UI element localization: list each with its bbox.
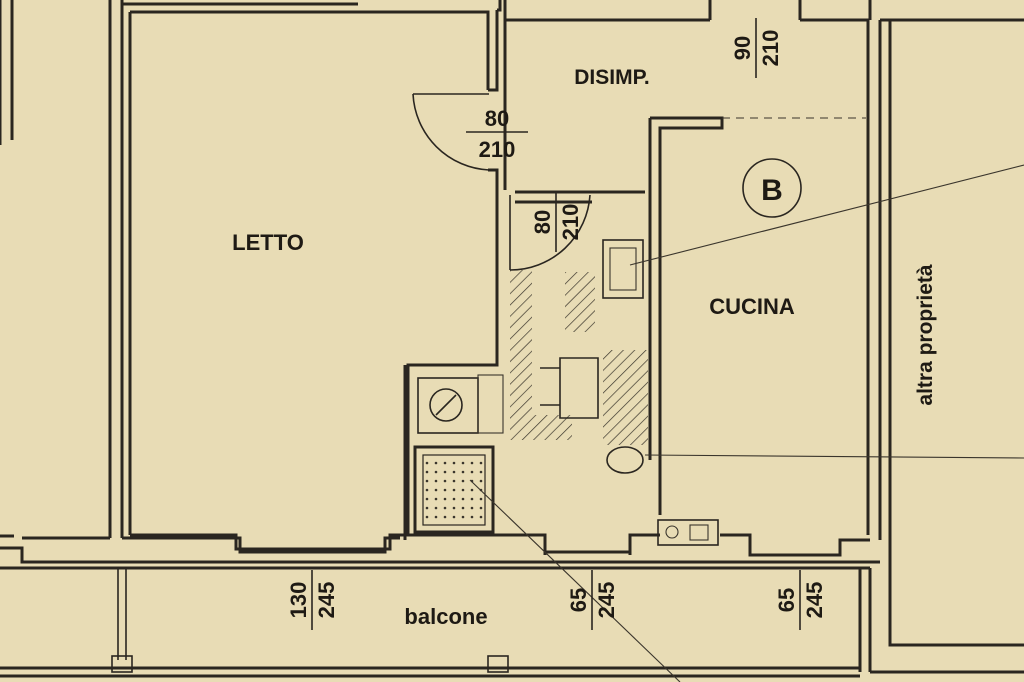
hallway-walls	[403, 0, 872, 540]
dimension-door-bath: 80 210	[530, 192, 583, 252]
room-label-altra-proprieta: altra proprietà	[914, 264, 937, 406]
dimension-window-cucina: 65 245	[774, 570, 827, 630]
bathroom-fixtures	[413, 239, 648, 534]
kitchen-appliance	[657, 519, 719, 546]
unit-mark-circle	[742, 158, 802, 218]
dimension-window-bath-width: 65	[566, 588, 591, 612]
dimension-window-letto-width: 130	[286, 582, 311, 619]
dimension-door-bath-width: 80	[530, 210, 555, 234]
dimension-window-bath-height: 245	[594, 582, 619, 619]
dimension-door-letto: 80 210	[466, 106, 528, 162]
dimension-door-entry-height: 210	[758, 30, 783, 67]
bedroom-door	[412, 93, 490, 171]
dimension-window-cucina-width: 65	[774, 588, 799, 612]
room-label-cucina: CUCINA	[709, 294, 795, 319]
reference-lines	[469, 164, 1024, 682]
dimension-door-letto-height: 210	[479, 137, 516, 162]
bathroom-door	[509, 194, 591, 271]
room-label-balcone: balcone	[404, 604, 487, 629]
dimension-door-entry-width: 90	[730, 36, 755, 60]
unit-mark: B	[742, 158, 802, 218]
exterior-wall	[0, 533, 880, 678]
unit-mark-letter: B	[761, 174, 783, 207]
dimension-door-entry: 90 210	[730, 18, 783, 78]
dimension-window-letto: 130 245	[286, 570, 339, 630]
bedroom-walls	[120, 0, 502, 554]
dimension-door-bath-height: 210	[558, 204, 583, 241]
dimension-door-letto-width: 80	[485, 106, 509, 131]
dimension-window-bath: 65 245	[566, 570, 619, 630]
dimension-window-cucina-height: 245	[802, 582, 827, 619]
room-label-disimp: DISIMP.	[574, 66, 649, 89]
room-label-letto: LETTO	[232, 230, 304, 255]
neighbor-property-walls	[870, 18, 1024, 674]
dimension-window-letto-height: 245	[314, 582, 339, 619]
